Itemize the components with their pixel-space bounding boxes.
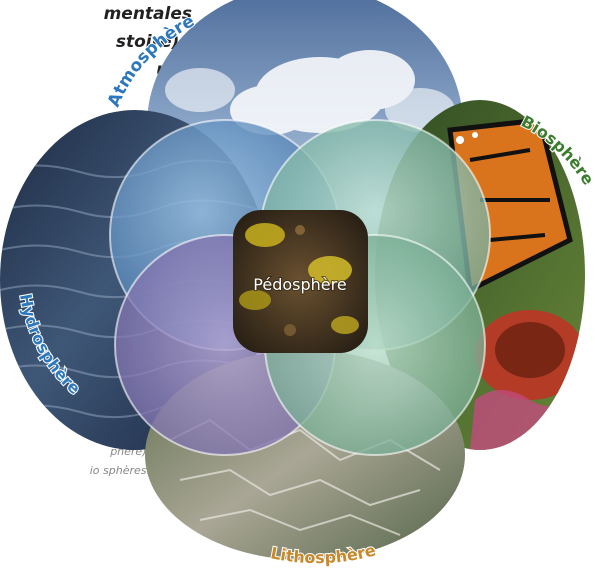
flower-shape <box>470 310 585 450</box>
intro-line-2: stoire) : <box>115 32 192 52</box>
caption-line-4: io sphères. <box>89 464 150 477</box>
pedosphere-image: Pédosphère <box>233 210 368 353</box>
pedosphere-label: Pédosphère <box>253 275 346 294</box>
intro-line-1: mentales <box>103 4 192 24</box>
